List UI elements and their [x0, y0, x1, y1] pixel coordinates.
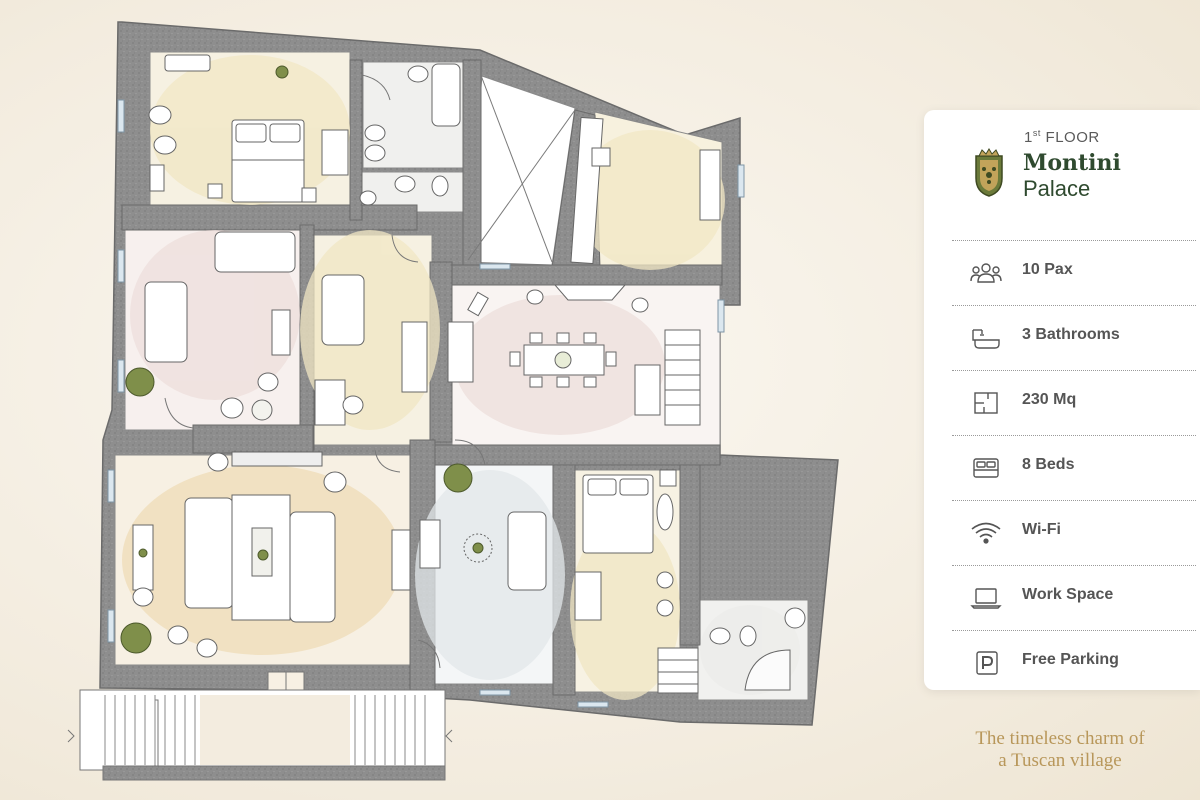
floor-plan: [67, 21, 839, 781]
feature-wifi: Wi-Fi: [952, 500, 1196, 565]
bathtub-1: [431, 63, 461, 127]
feature-label: 230 Mq: [1022, 391, 1077, 408]
doors: [164, 74, 486, 695]
sofa-3: [184, 497, 234, 609]
feature-label: 10 Pax: [1022, 261, 1073, 278]
people-icon: [970, 263, 1002, 283]
floor-label: 1st FLOOR: [1024, 128, 1100, 146]
feature-area: 230 Mq: [952, 370, 1196, 435]
property-name: Montini: [1023, 150, 1121, 176]
plants: [120, 65, 484, 654]
feature-workspace: Work Space: [952, 565, 1196, 630]
feature-pax: 10 Pax: [952, 240, 1196, 305]
feature-label: 8 Beds: [1022, 456, 1075, 473]
staircase: [664, 329, 701, 426]
entrance-stairs: [67, 689, 453, 781]
info-panel: 1st FLOOR Montini Palace 10 Pax: [924, 110, 1200, 690]
feature-label: Free Parking: [1022, 651, 1119, 668]
laptop-icon: [970, 588, 1002, 609]
property-subname: Palace: [1023, 176, 1091, 201]
feature-label: Wi-Fi: [1022, 521, 1061, 538]
sofa-5: [507, 511, 547, 591]
windows: [107, 99, 745, 708]
wifi-icon: [971, 522, 1001, 544]
crest-icon: [975, 148, 1003, 197]
feature-beds: 8 Beds: [952, 435, 1196, 500]
tagline-line-2: a Tuscan village: [998, 750, 1122, 771]
sofa-1: [214, 231, 296, 273]
sofa-4: [289, 511, 336, 623]
sofa-2: [144, 281, 188, 363]
feature-list: 10 Pax 3 Bathrooms 230 Mq 8 B: [924, 240, 1200, 690]
bed-icon: [973, 458, 999, 478]
feature-label: Work Space: [1022, 586, 1114, 603]
furniture: [132, 54, 806, 694]
feature-bathrooms: 3 Bathrooms: [952, 305, 1196, 370]
tagline-line-1: The timeless charm of: [975, 728, 1145, 749]
floor-area-icon: [974, 392, 998, 414]
panel-header: 1st FLOOR Montini Palace: [924, 110, 1200, 240]
tagline: The timeless charm of a Tuscan village: [930, 728, 1190, 772]
parking-icon: [976, 651, 998, 675]
light-well-cross: [467, 77, 576, 263]
feature-label: 3 Bathrooms: [1022, 326, 1120, 343]
bathtub-icon: [972, 329, 1000, 349]
feature-parking: Free Parking: [952, 630, 1196, 690]
